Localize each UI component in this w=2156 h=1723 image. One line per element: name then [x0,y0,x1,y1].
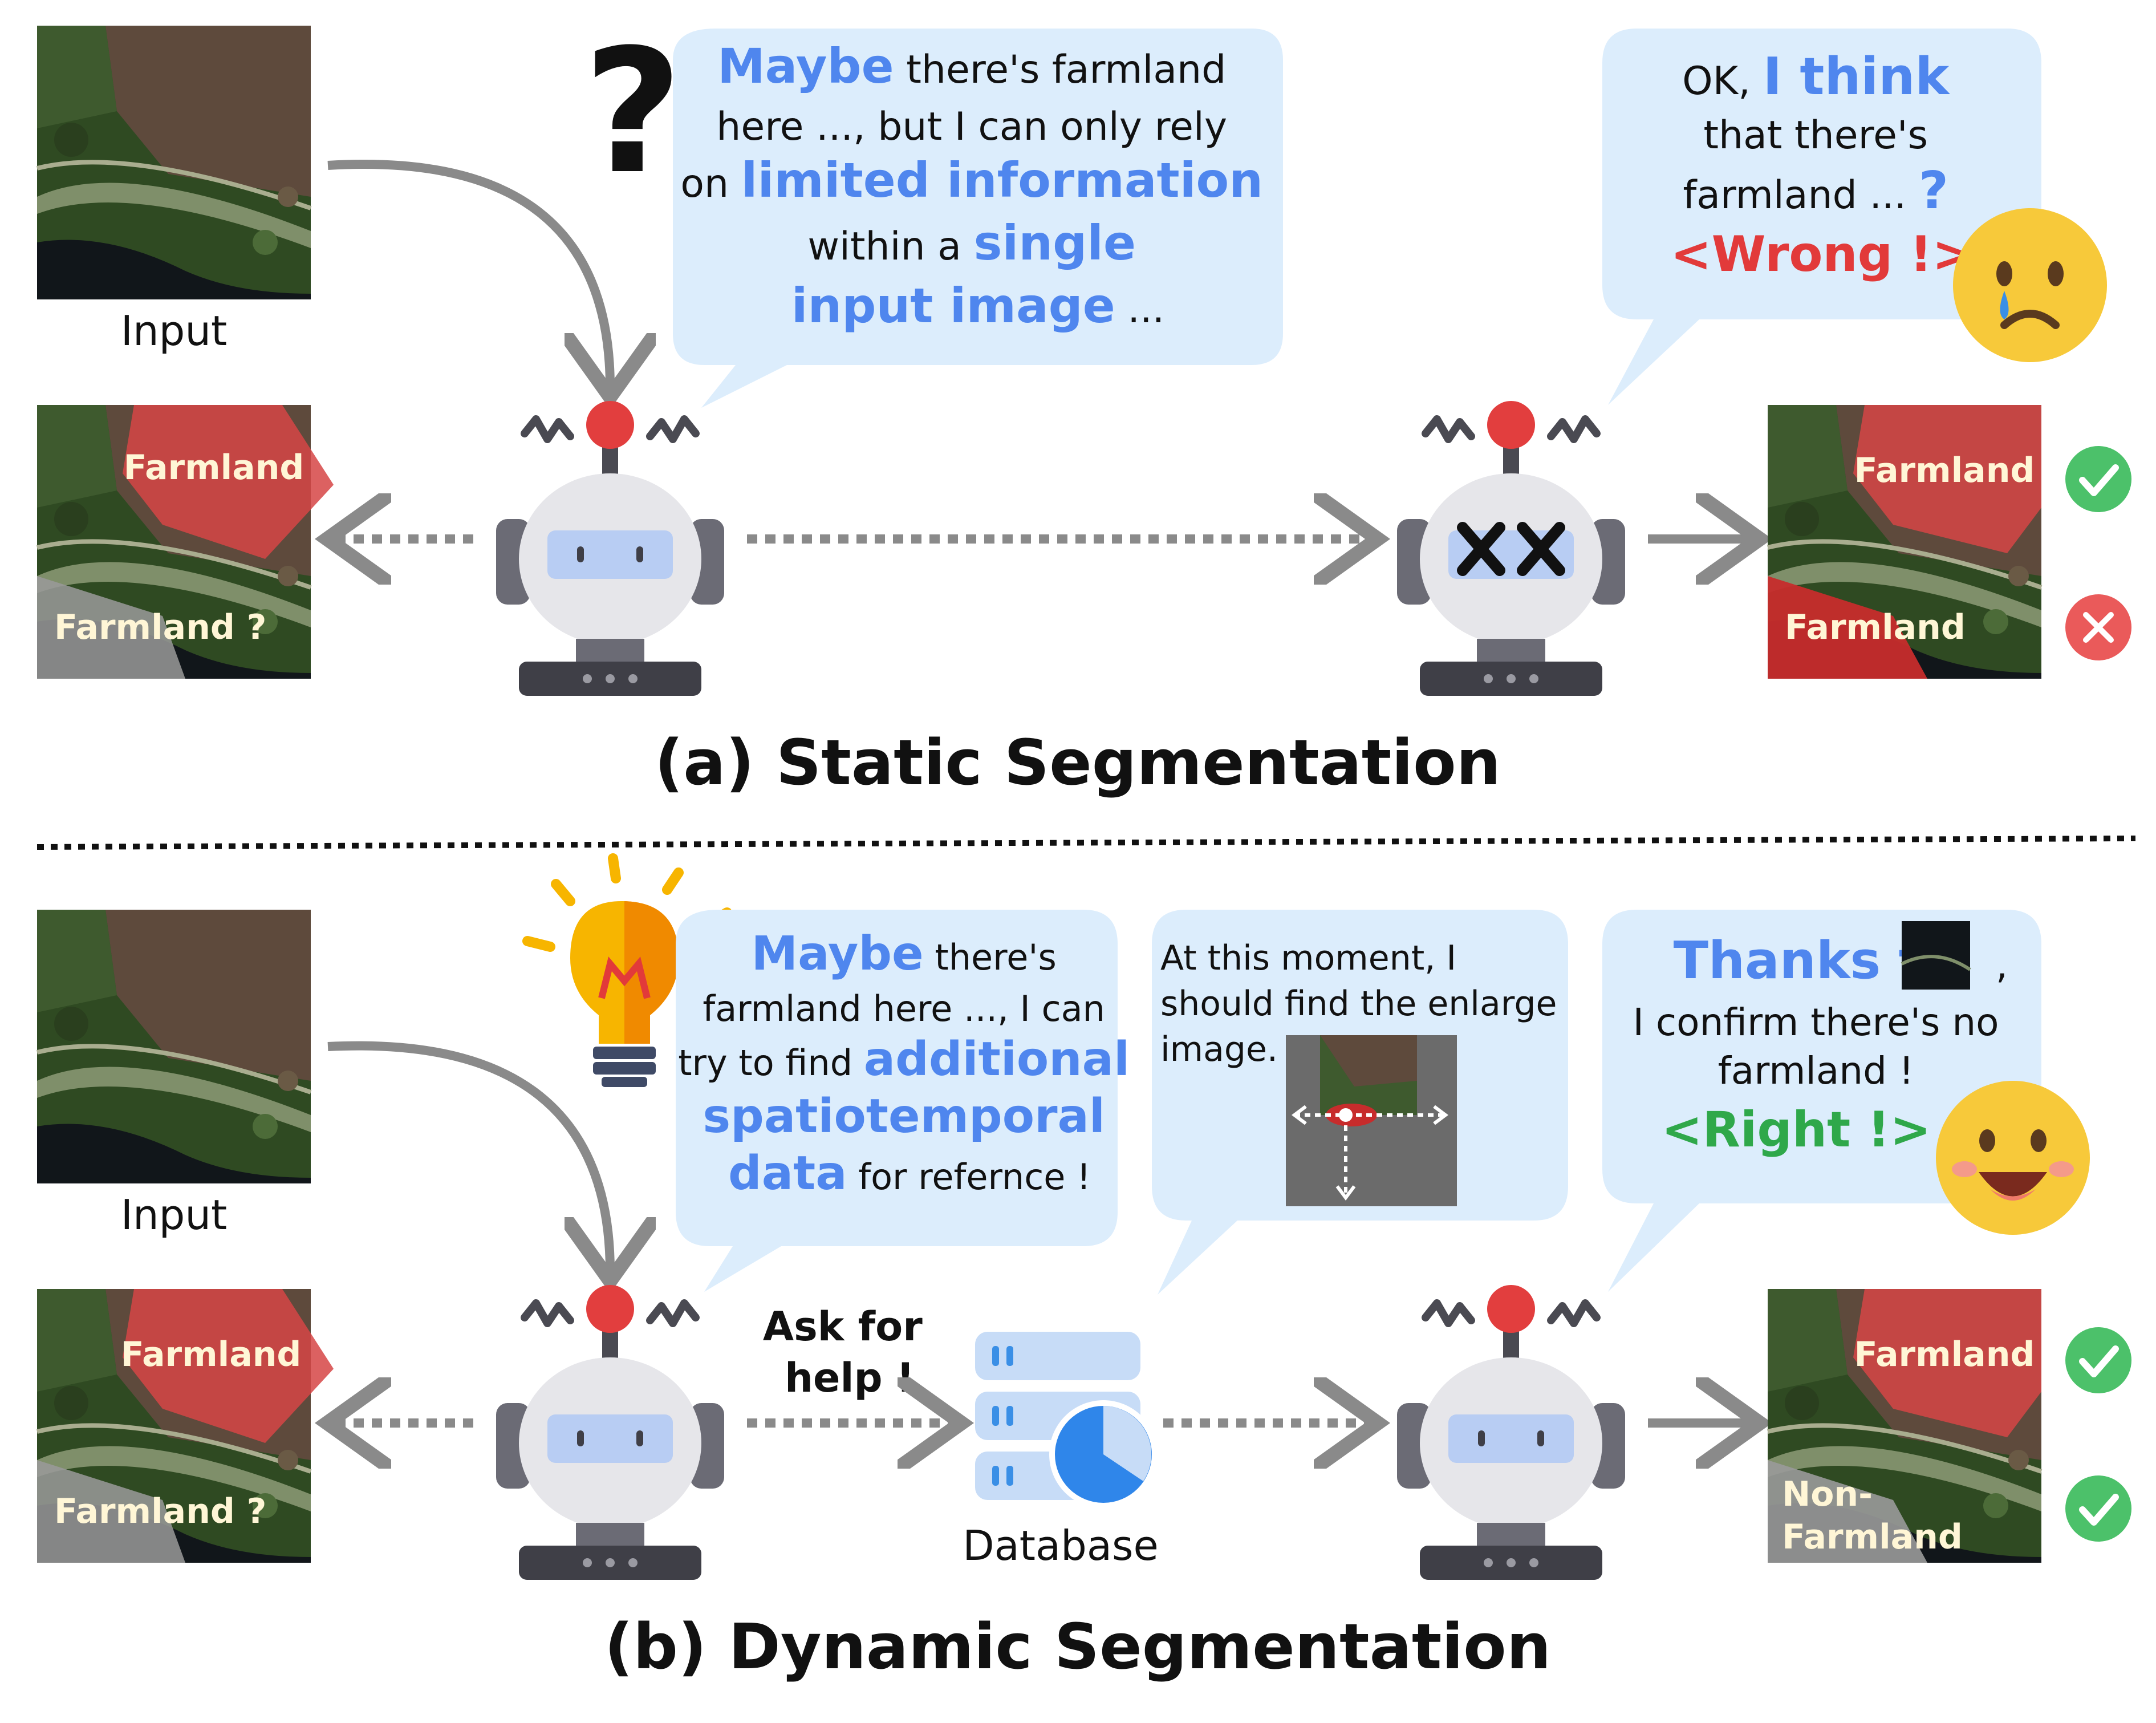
static-wrong-label: <Wrong !> [1671,226,1974,283]
dynamic-robot-right-icon [1397,1285,1625,1580]
dynamic-segmentation-left: Farmland Farmland ? [37,1289,334,1563]
svg-text:Maybe there's farmland: Maybe there's farmland here ..., I can t… [678,927,1141,1201]
dynamic-caption: (b) Dynamic Segmentation [604,1610,1551,1683]
dynamic-check-icon-top [2065,1327,2131,1393]
dynamic-result-farmland-label: Farmland [1854,1335,2035,1375]
dynamic-bubble-middle: At this moment, I should find the enlarg… [1152,910,1568,1295]
database-label: Database [963,1522,1159,1570]
static-input-image [37,26,311,299]
static-bubble-left: Maybe there's farmland here ..., but I c… [673,29,1283,408]
ask-for-help-line2: help ! [785,1355,915,1401]
dynamic-left-farmland-label: Farmland [121,1335,302,1375]
dynamic-section: Input Farmland Farmland ? [37,853,2131,1683]
static-segmentation-left: Farmland Farmland ? [37,405,334,679]
dynamic-bubble-right: Thanks to I confirm there's no farmland … [1602,910,2041,1292]
dynamic-robot-left-icon [496,1285,724,1580]
question-mark-icon: ? [583,13,683,212]
section-divider [36,836,2136,850]
dynamic-right-label: <Right !> [1662,1101,1931,1158]
dynamic-input-image [37,910,311,1183]
sad-face-icon [1953,208,2107,362]
svg-text:Maybe there's farmland: Maybe there's farmland here ..., but I c… [680,38,1275,334]
svg-text:OK, I think that there: OK, I think that there's farmland ... ? … [1671,47,1974,283]
static-bubble-left-maybe: Maybe [717,38,894,94]
database-icon [975,1332,1158,1509]
static-left-farmland-q-label: Farmland ? [54,607,266,647]
static-input-label: Input [121,307,227,355]
static-result-farmland-label: Farmland [1854,451,2035,490]
svg-text:Non- Farmland: Non- Farmland [1782,1474,1963,1557]
static-left-farmland-label: Farmland [124,448,304,488]
dynamic-input-arrow [327,1041,610,1272]
static-result-wrong-farmland-label: Farmland [1785,607,1966,647]
dynamic-input-label: Input [121,1191,227,1239]
static-segmentation-result: Farmland Farmland [1768,405,2041,679]
happy-face-icon [1936,1081,2090,1235]
svg-text:,: , [1996,943,2008,987]
dynamic-bubble-left: Maybe there's farmland here ..., I can t… [676,910,1141,1292]
static-input-arrow [327,160,610,388]
svg-text:Thanks to I confirm th: Thanks to I confirm there's no farmland … [1633,931,2011,1158]
static-check-icon [2065,446,2131,512]
svg-text:Ask for help !: Ask for help ! [763,1303,936,1401]
static-cross-icon [2065,594,2131,660]
svg-text:At this moment, I shou: At this moment, I should find the enlarg… [1160,938,1568,1069]
dynamic-result-nonfarmland-line2: Farmland [1782,1517,1963,1557]
dynamic-result-nonfarmland-line1: Non- [1782,1474,1873,1514]
dynamic-check-icon-bottom [2065,1475,2131,1542]
dynamic-bubble-left-maybe: Maybe [752,927,924,981]
static-bubble-right: OK, I think that there's farmland ... ? … [1602,29,2041,405]
static-caption: (a) Static Segmentation [655,726,1501,799]
static-dead-robot-icon [1397,401,1625,696]
static-robot-icon [496,401,724,696]
dynamic-segmentation-result: Farmland Non- Farmland [1768,1289,2041,1563]
dynamic-left-farmland-q-label: Farmland ? [54,1491,266,1531]
ask-for-help-line1: Ask for [763,1303,923,1350]
enlarge-image-thumbnail [1286,1035,1457,1206]
static-section: Input Farmland Farmland ? ? Maybe there'… [37,13,2131,799]
